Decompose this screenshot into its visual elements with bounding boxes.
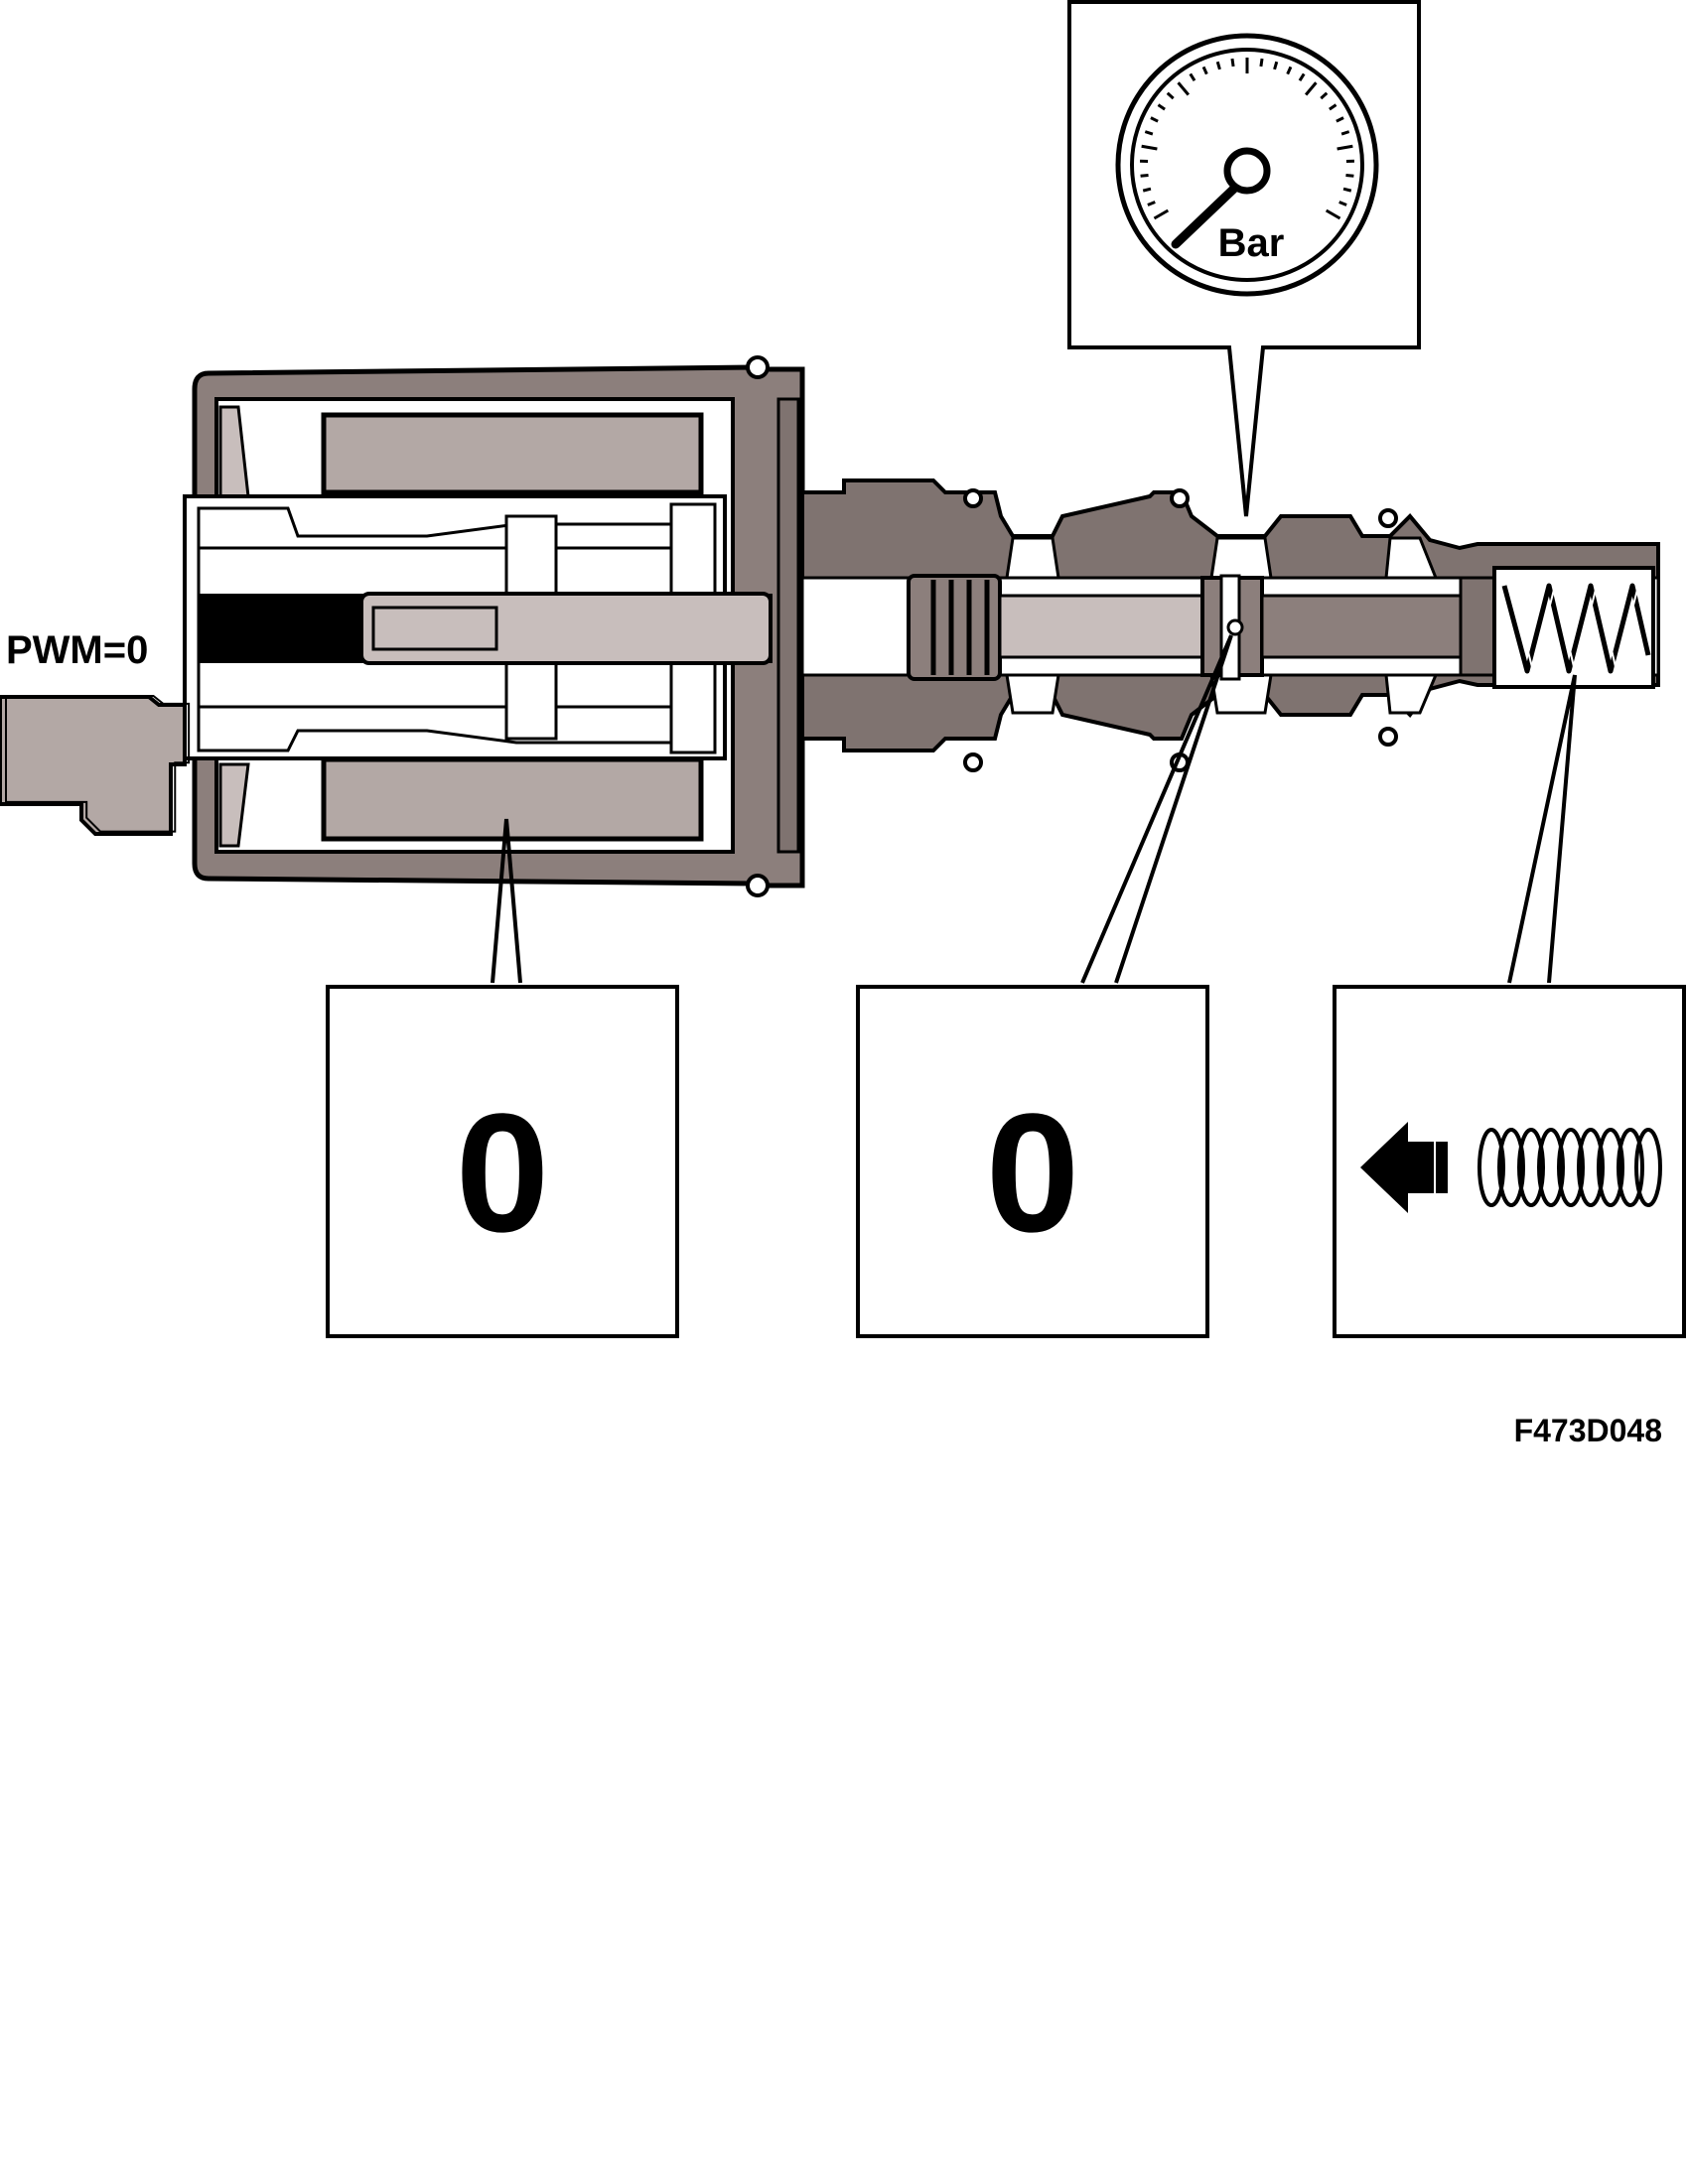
gauge-tick [1150,116,1159,123]
pwm-label: PWM=0 [6,628,148,672]
gauge-tick [1340,130,1350,136]
gauge-tick [1230,58,1235,68]
gauge-tick [1201,66,1208,75]
gauge-tick [1157,103,1166,111]
gauge-tick [1304,81,1318,96]
spring-coil-icon [1477,1128,1662,1207]
gauge-tick [1320,91,1329,100]
coil-current-box: 0 [326,985,679,1338]
pressure-value-box: 0 [856,985,1209,1338]
gauge-tick [1141,144,1158,151]
gauge-tick [1177,81,1191,96]
gauge-tick [1140,173,1149,178]
gauge-tick [1298,72,1306,81]
gauge-tick [1142,187,1152,193]
arrow-left-icon [1360,1122,1448,1213]
gauge-tick [1325,208,1341,220]
electrical-connector [0,694,191,836]
gauge-tick [1342,187,1352,193]
pressure-gauge-callout: Bar [1067,0,1421,517]
pressure-value: 0 [986,1079,1080,1268]
leader-lines [491,634,1577,984]
gauge-tick [1338,201,1347,206]
gauge-tick [1144,130,1154,136]
spring-icon [1501,583,1651,674]
valve-body [800,478,1660,772]
coil-current-value: 0 [456,1079,550,1268]
gauge-tick [1166,91,1175,100]
gauge-tick [1259,58,1264,68]
gauge-unit-label: Bar [1218,221,1285,265]
gauge-tick [1189,72,1196,81]
gauge-tick [1345,173,1354,178]
gauge-tick [1336,144,1353,151]
solenoid-core [183,494,773,760]
pressure-gauge-icon [1115,33,1379,297]
gauge-tick [1336,116,1344,123]
gauge-tick [1329,103,1337,111]
gauge-tick [1215,61,1221,70]
spring-force-box [1333,985,1686,1338]
gauge-tick [1286,66,1293,75]
gauge-tick [1147,201,1156,206]
figure-code: F473D048 [1514,1413,1662,1448]
gauge-tick [1273,61,1279,70]
gauge-tick [1153,208,1170,220]
